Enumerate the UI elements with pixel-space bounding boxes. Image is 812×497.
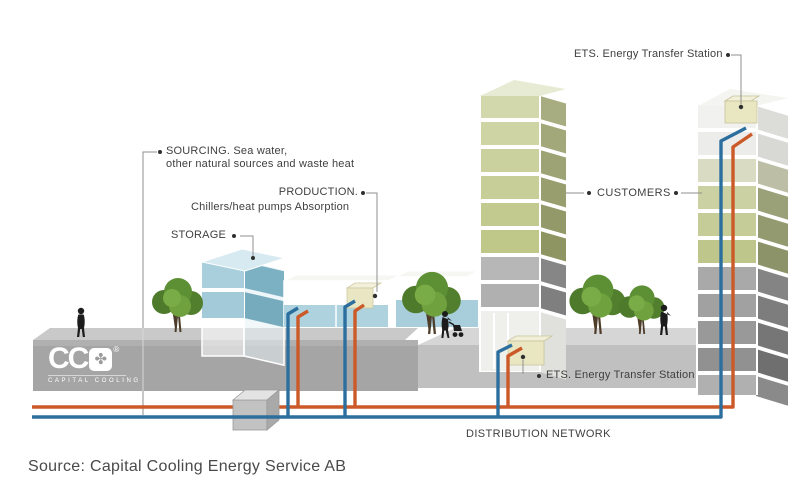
leader-lines [142,54,742,415]
capital-cooling-logo: CC ✤ ® CAPITAL COOLING [48,342,158,384]
customers-left-dot [587,191,591,195]
person [660,304,671,335]
storage-dot [232,234,236,238]
sourcing-label: SOURCING. Sea water, other natural sourc… [166,145,354,171]
source-attribution: Source: Capital Cooling Energy Service A… [28,458,347,475]
warm-riser-storage [296,309,309,407]
tree [152,278,203,333]
tree [402,271,461,335]
sourcing-leader-line [142,151,157,328]
ets-bottom-label: ETS. Energy Transfer Station [546,369,695,381]
sourcing-label-line2: other natural sources and waste heat [166,158,355,170]
cold-main-pipe [32,126,747,419]
cold-riser-production [343,299,356,417]
ets-bottom-dot [537,374,541,378]
ets-top-end-dot [738,104,744,110]
ets-box-tower1 [506,335,554,366]
storage-leader-line [240,235,254,256]
production-dot [361,191,365,195]
storage-label: STORAGE [171,229,226,241]
registered-mark: ® [113,345,120,354]
storage-end-dot [251,256,255,260]
production-end-dot [372,293,378,299]
pipes-cold [32,126,747,419]
warm-main-pipe [32,132,753,409]
warm-riser-production [353,303,365,407]
customers-label: CUSTOMERS [597,187,671,199]
sourcing-dot [158,150,162,154]
ets-top-leader-line [731,54,742,104]
ets-top-label: ETS. Energy Transfer Station [574,48,723,60]
person-with-stroller [441,311,464,338]
tower-2 [696,89,788,406]
ets-bottom-box-dot [520,354,526,360]
ets-box-tower2 [723,95,761,124]
snowflake-icon: ✤ [89,348,113,371]
person [77,307,85,337]
pipes-warm [32,132,753,409]
warm-riser-tower1 [506,346,523,408]
production-label: PRODUCTION. [278,186,358,198]
cold-riser-tower1 [496,343,513,418]
production-leader-line [366,192,378,292]
production-sublabel: Chillers/heat pumps Absorption [191,201,350,213]
distribution-network-label: DISTRIBUTION NETWORK [466,428,611,440]
tree [569,274,626,335]
ets-top-dot [726,53,730,57]
tower-1 [479,80,566,380]
logo-subtext: CAPITAL COOLING [48,375,138,384]
sourcing-label-line1: SOURCING. Sea water, [166,145,288,157]
storage-building [200,248,287,367]
tree [618,285,665,335]
customers-right-dot [674,191,678,195]
leader-dots [158,53,744,378]
cold-riser-storage [286,306,299,417]
heat-exchanger-box [231,389,281,431]
logo-cc-text: CC [48,342,89,375]
